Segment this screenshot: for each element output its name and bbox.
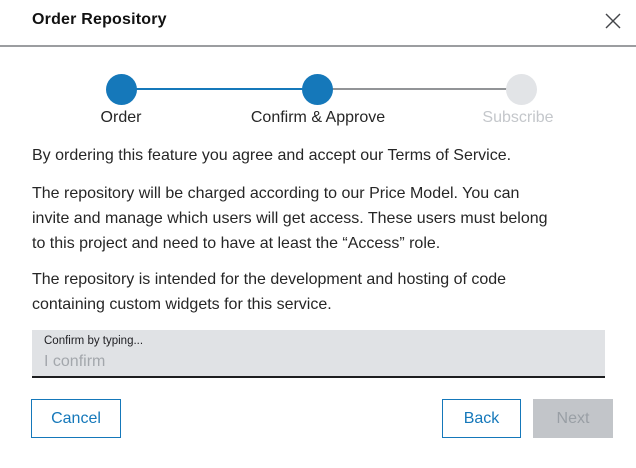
cancel-button[interactable]: Cancel (31, 399, 121, 438)
step-dot-confirm-approve (302, 74, 333, 105)
confirm-field-label: Confirm by typing... (44, 335, 144, 347)
terms-paragraph: By ordering this feature you agree and a… (32, 143, 511, 168)
pricing-access-paragraph: The repository will be charged according… (32, 181, 548, 256)
text-line: The repository will be charged according… (32, 185, 520, 202)
close-icon (605, 13, 621, 29)
step-label-confirm-approve: Confirm & Approve (250, 109, 386, 126)
text-line: By ordering this feature you agree and a… (32, 147, 512, 164)
text-line: containing custom widgets for this servi… (32, 296, 332, 313)
back-button[interactable]: Back (442, 399, 521, 438)
repository-purpose-paragraph: The repository is intended for the devel… (32, 267, 506, 317)
dialog-title: Order Repository (32, 11, 167, 28)
step-label-subscribe: Subscribe (482, 109, 554, 126)
text-line: The repository is intended for the devel… (32, 271, 507, 288)
close-button[interactable] (599, 7, 627, 35)
text-line: to this project and need to have at leas… (32, 235, 441, 252)
step-dot-subscribe (506, 74, 537, 105)
step-label-order: Order (100, 109, 142, 126)
step-dot-order (106, 74, 137, 105)
confirm-field-container: Confirm by typing... (32, 330, 605, 378)
confirm-input[interactable] (44, 351, 592, 373)
header-divider (0, 45, 636, 47)
text-line: invite and manage which users will get a… (32, 210, 548, 227)
next-button[interactable]: Next (533, 399, 613, 438)
stepper-connector-upcoming (317, 88, 521, 90)
stepper-connector-complete (121, 88, 317, 90)
wizard-stepper: Order Confirm & Approve Subscribe (0, 0, 636, 140)
